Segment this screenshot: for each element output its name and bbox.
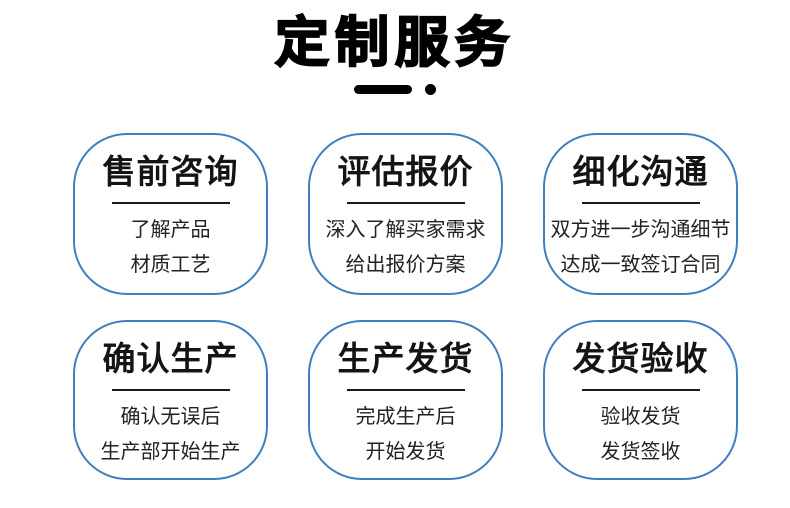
card-divider [111, 389, 230, 391]
header: 定制服务 [0, 12, 790, 96]
service-card-production-shipping: 生产发货 完成生产后 开始发货 [308, 320, 503, 480]
card-line: 生产部开始生产 [100, 441, 241, 463]
service-card-shipping-acceptance: 发货验收 验收发货 发货签收 [543, 320, 738, 480]
card-divider [581, 389, 700, 391]
page-title: 定制服务 [274, 12, 515, 74]
service-card-presale-consult: 售前咨询 了解产品 材质工艺 [73, 133, 268, 295]
card-title: 确认生产 [102, 342, 239, 378]
card-line: 材质工艺 [130, 254, 211, 276]
card-body: 深入了解买家需求 给出报价方案 [326, 213, 486, 283]
card-line: 确认无误后 [120, 406, 221, 428]
dot-icon [425, 83, 436, 95]
service-card-quote-evaluation: 评估报价 深入了解买家需求 给出报价方案 [308, 133, 503, 295]
card-line: 发货签收 [600, 441, 681, 463]
card-divider [111, 202, 230, 204]
card-divider [346, 389, 465, 391]
card-body: 验收发货 发货签收 [601, 400, 681, 470]
card-body: 双方进一步沟通细节 达成一致签订合同 [551, 213, 731, 283]
card-line: 开始发货 [365, 441, 446, 463]
card-divider [581, 202, 700, 204]
service-cards-grid: 售前咨询 了解产品 材质工艺 评估报价 深入了解买家需求 给出报价方案 细化沟通… [73, 133, 738, 480]
card-title: 细化沟通 [572, 155, 709, 191]
card-body: 确认无误后 生产部开始生产 [101, 400, 241, 470]
card-body: 了解产品 材质工艺 [131, 213, 211, 283]
service-card-detail-communication: 细化沟通 双方进一步沟通细节 达成一致签订合同 [543, 133, 738, 295]
dash-icon [354, 84, 412, 94]
card-title: 发货验收 [572, 342, 709, 378]
card-line: 了解产品 [130, 219, 211, 241]
card-title: 售前咨询 [102, 155, 239, 191]
title-decoration [0, 82, 790, 96]
card-line: 完成生产后 [355, 406, 456, 428]
card-body: 完成生产后 开始发货 [356, 400, 456, 470]
card-line: 验收发货 [600, 406, 681, 428]
card-line: 达成一致签订合同 [560, 254, 721, 276]
service-card-confirm-production: 确认生产 确认无误后 生产部开始生产 [73, 320, 268, 480]
card-line: 给出报价方案 [345, 254, 466, 276]
card-line: 深入了解买家需求 [325, 219, 486, 241]
card-title: 评估报价 [337, 155, 474, 191]
card-divider [346, 202, 465, 204]
card-line: 双方进一步沟通细节 [550, 219, 731, 241]
card-title: 生产发货 [337, 342, 474, 378]
